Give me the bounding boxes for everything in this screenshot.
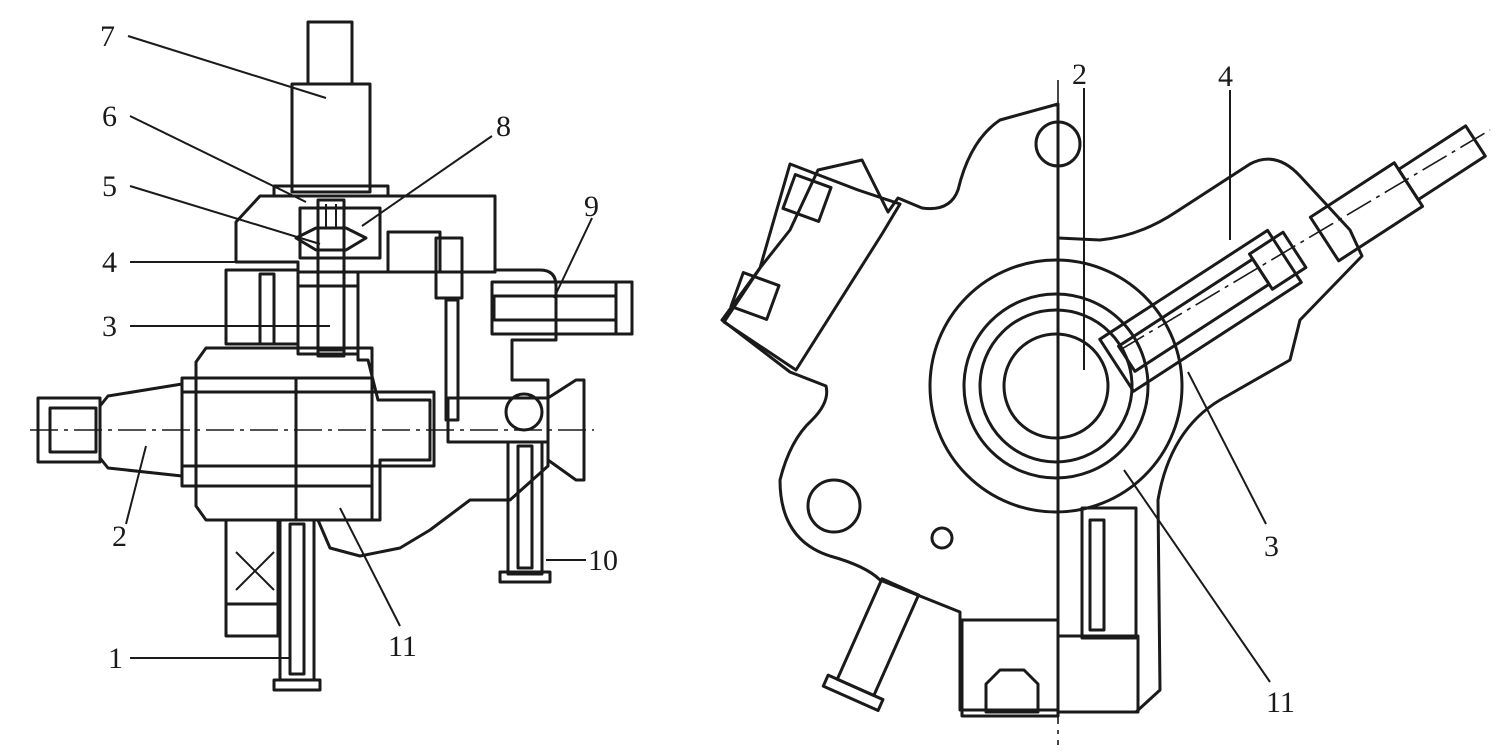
left-upper-block-bore [258,272,276,346]
mounting-plate [720,102,1060,712]
shaft-taper [98,382,184,478]
plunger-sleeve [296,284,360,356]
bore-ring [978,308,1134,464]
label-5: 5 [102,170,117,203]
outlet-fitting-cap [614,280,634,336]
shaft-housing [194,346,374,522]
angled-bolt-body [835,577,921,697]
bracket-nut-lower [729,271,781,321]
body-vertical-channel [444,298,460,422]
side-flange [546,378,586,482]
feed-pump-rotor [294,376,374,488]
left-labels: 7 6 5 4 3 8 9 2 10 11 1 [100,20,618,675]
leader-r11 [1123,469,1271,683]
lower-pump-cross-b [235,551,275,591]
right-sectional-view [720,80,1491,745]
left-upper-block [224,268,300,346]
side-valve-housing [446,396,550,444]
shaft-housing-bore-top [180,376,298,394]
label-3: 3 [102,310,117,343]
label-4: 4 [102,246,117,279]
lower-pump-block [224,518,280,606]
bottom-bolt-bore [288,522,306,676]
right-leader-lines [1083,88,1271,683]
plunger-bore [316,284,346,358]
shaft-housing-bore-bottom [180,464,298,488]
leader-9 [553,217,593,299]
plunger-head [1247,230,1308,291]
label-r3: 3 [1264,530,1279,563]
label-8: 8 [496,110,511,143]
label-r2: 2 [1072,58,1087,91]
outlet-shaft [1308,124,1487,263]
label-9: 9 [584,190,599,223]
plunger-assembly [1098,228,1308,393]
outlet-shaft-tip [1397,124,1487,202]
left-bracket [722,162,902,372]
bore-mid [962,292,1150,480]
bottom-bolt [278,518,316,682]
side-bolt-bore [516,444,534,570]
bottom-bolt-head [272,678,322,692]
body-upper-insert [434,236,464,300]
lower-pump-base [224,602,280,638]
bore-outer [928,258,1184,514]
plunger-axis-line [1119,129,1491,351]
bore-inner [1002,332,1110,440]
adjust-nut [294,226,368,252]
label-7: 7 [100,20,115,53]
small-hole [930,526,954,550]
angled-bottom-bolt [821,577,921,713]
bottom-fitting [984,668,1040,714]
cover-inner-pocket [298,206,382,260]
leader-5 [129,185,321,245]
bottom-block [960,618,1060,718]
angled-bolt-head [821,673,885,713]
left-sectional-view [30,20,634,692]
label-11: 11 [388,630,417,663]
lower-insert [1080,506,1138,640]
drive-shaft [180,390,436,468]
right-labels: 2 4 3 11 [1072,58,1295,719]
side-bolt-head [498,570,552,584]
left-leader-lines [125,35,593,659]
housing-section [1056,157,1364,714]
side-bolt [506,440,544,576]
lower-left-hole [806,478,862,534]
outlet-shaft-body [1308,161,1425,263]
leader-7 [127,35,327,99]
control-shaft-lower [290,82,372,194]
label-1: 1 [108,642,123,675]
valve-stem [316,198,346,352]
label-10: 10 [588,544,618,577]
plunger-body [1098,228,1303,393]
label-r11: 11 [1266,686,1295,719]
label-6: 6 [102,100,117,133]
bottom-right-hatched [1056,634,1140,714]
leader-11 [339,507,401,627]
main-body [316,268,558,558]
rotor-lower-section [294,464,374,522]
leader-6 [129,115,307,203]
label-2: 2 [112,520,127,553]
label-r4: 4 [1218,60,1233,93]
bracket-nut-upper [781,173,833,223]
leader-r3 [1187,371,1267,525]
leader-8 [361,135,493,227]
control-shaft-upper [306,20,354,86]
leader-2 [125,445,147,525]
upper-hole [1034,120,1082,168]
outlet-fitting [490,280,634,336]
lower-insert-slot [1088,518,1106,632]
